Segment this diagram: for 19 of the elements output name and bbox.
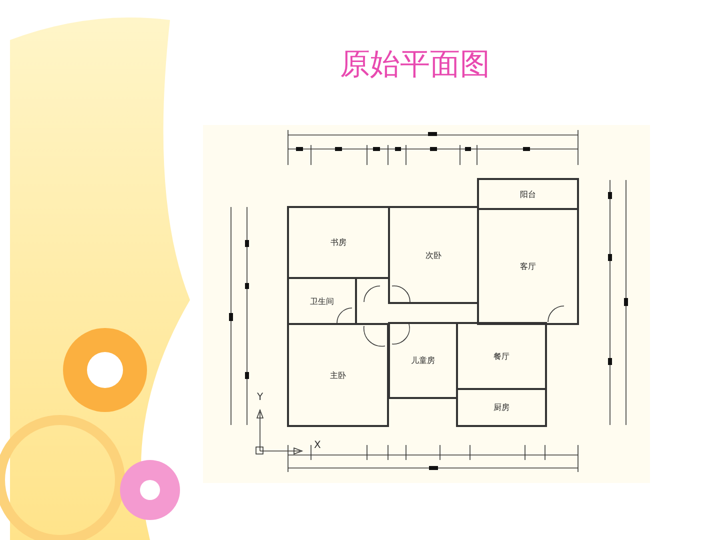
room-outline [477, 208, 579, 325]
room-name: 阳台 [520, 188, 536, 200]
slide-title: 原始平面图 [339, 46, 491, 84]
room-name: 厨房 [494, 402, 510, 413]
room-outline [388, 206, 479, 304]
room-name: 书房 [330, 237, 346, 248]
room-outline [388, 322, 458, 399]
room-outline [477, 178, 579, 210]
room-outline [287, 323, 389, 427]
axis-label: X [314, 440, 321, 451]
room-outline [287, 277, 357, 325]
room-outline [456, 322, 547, 390]
room-name: 主卧 [330, 370, 346, 380]
room-name: 儿童房 [411, 355, 435, 366]
room-name: 卫生间 [310, 296, 334, 306]
room-outline [456, 388, 547, 427]
axis-label: Y [257, 392, 264, 403]
room-name: 客厅 [520, 261, 536, 272]
room-outline [287, 206, 390, 279]
